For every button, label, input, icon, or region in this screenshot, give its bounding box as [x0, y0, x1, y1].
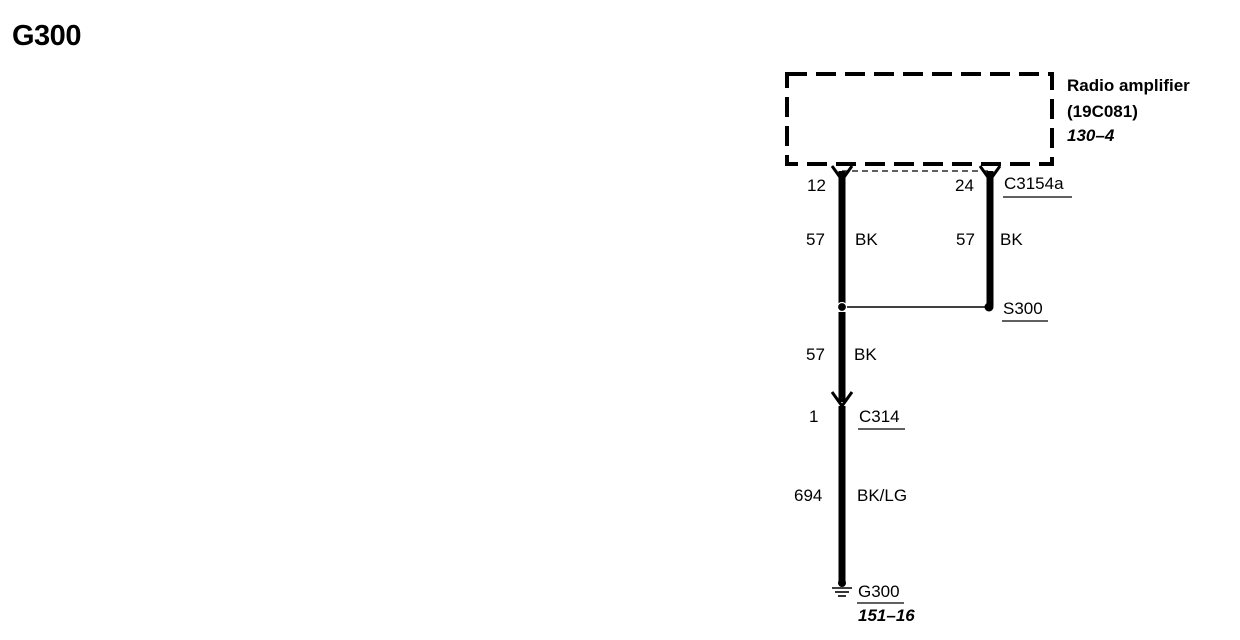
wire-left-lower-circuit: 694: [794, 486, 822, 505]
splice-dot-right: [984, 302, 994, 312]
component-name: Radio amplifier: [1067, 76, 1190, 95]
component-part-number: (19C081): [1067, 102, 1138, 121]
component-page-ref[interactable]: 130–4: [1067, 126, 1115, 145]
wire-left-upper-color: BK: [855, 230, 878, 249]
radio-amplifier-box[interactable]: [785, 72, 1054, 166]
splice-dot-left: [836, 301, 848, 313]
ground-g300-label[interactable]: G300: [858, 582, 900, 601]
connector-c314-label[interactable]: C314: [859, 407, 900, 426]
wire-right-upper-circuit: 57: [956, 230, 975, 249]
ground-page-ref[interactable]: 151–16: [858, 606, 915, 625]
pin-24-label: 24: [955, 176, 974, 195]
splice-s300-label[interactable]: S300: [1003, 299, 1043, 318]
connector-c3154a[interactable]: [830, 165, 1002, 183]
wire-left-mid-circuit: 57: [806, 345, 825, 364]
wire-left-lower-color: BK/LG: [857, 486, 907, 505]
wire-left-upper-circuit: 57: [806, 230, 825, 249]
pin-12-label: 12: [807, 176, 826, 195]
wire-left-mid-color: BK: [854, 345, 877, 364]
ground-icon[interactable]: [832, 579, 852, 597]
pin-1-label: 1: [809, 407, 818, 426]
page-title: G300: [12, 20, 81, 52]
wire-right-upper-color: BK: [1000, 230, 1023, 249]
connector-c3154a-label[interactable]: C3154a: [1004, 174, 1064, 193]
